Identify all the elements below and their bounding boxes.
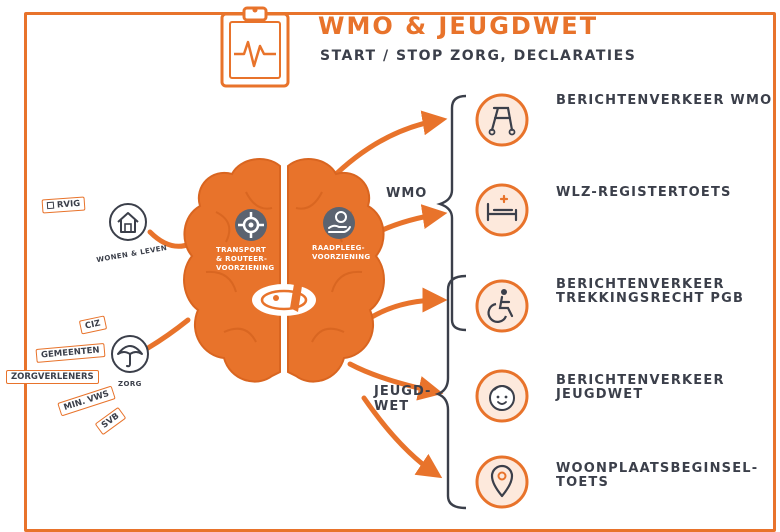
child-face-icon <box>475 369 529 423</box>
connector-layer <box>145 94 467 510</box>
lobe-label-raadpleeg: RAADPLEEG- VOORZIENING <box>312 244 371 261</box>
clipboard-heartbeat-icon <box>220 6 290 88</box>
zorg-connector <box>145 317 191 351</box>
arrow-to-jeugd-1 <box>367 287 448 321</box>
wmo-bracket <box>436 94 467 332</box>
page-title: WMO & JEUGDWET <box>318 12 599 40</box>
arrow-to-wmo-1 <box>327 110 448 183</box>
walker-icon <box>475 93 529 147</box>
diagram-canvas: WMO & JEUGDWET START / STOP ZORG, DECLAR… <box>6 6 776 532</box>
arrow-to-jeugd-3 <box>361 395 443 479</box>
service-label-wlz-registertoets: WLZ-REGISTERTOETS <box>556 185 732 200</box>
jeugdwet-bracket <box>434 274 467 510</box>
location-pin-icon <box>475 455 529 509</box>
brain-right-hemisphere <box>287 158 385 383</box>
lobe-label-transport: TRANSPORT & ROUTEER- VOORZIENING <box>216 246 275 272</box>
brain-illustration <box>183 158 385 383</box>
caption-zorg: ZORG <box>118 380 142 388</box>
hospital-bed-icon <box>475 183 529 237</box>
target-gear-icon <box>235 209 267 241</box>
page-subtitle: START / STOP ZORG, DECLARATIES <box>320 48 637 64</box>
tag-zorgverleners: ZORGVERLENERS <box>6 370 99 384</box>
checkbox-icon <box>46 201 55 210</box>
service-label-trekkingsrecht-pgb: BERICHTENVERKEER TREKKINGSRECHT PGB <box>556 277 745 306</box>
service-label-berichtenverkeer-wmo: BERICHTENVERKEER WMO <box>556 93 773 108</box>
group-label-wmo: WMO <box>386 186 428 201</box>
hand-coin-icon <box>323 207 355 239</box>
service-label-woonplaatsbeginseltoets: WOONPLAATSBEGINSEL- TOETS <box>556 461 759 490</box>
umbrella-icon <box>111 335 149 373</box>
house-icon <box>109 203 147 241</box>
wheelchair-icon <box>475 279 529 333</box>
group-label-jeugdwet: JEUGD- WET <box>374 384 432 414</box>
service-label-berichtenverkeer-jeugdwet: BERICHTENVERKEER JEUGDWET <box>556 373 725 402</box>
arrow-to-jeugd-2 <box>347 361 444 401</box>
